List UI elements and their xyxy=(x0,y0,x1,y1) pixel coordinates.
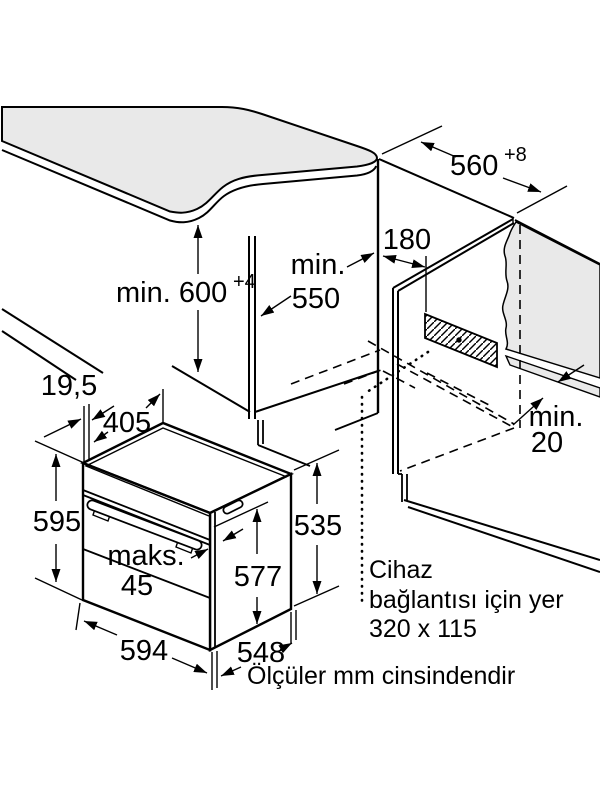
niche-width-tolerance: +8 xyxy=(504,144,527,166)
dim-oven-height: 595 xyxy=(33,440,83,601)
niche-width-label: 560 xyxy=(450,150,498,182)
dim-front-frame-gap: 19,5 xyxy=(41,370,115,462)
niche-height-tolerance: +4 xyxy=(233,271,256,293)
niche-height-label: min. 600 xyxy=(116,277,227,309)
inner-depth-label: 577 xyxy=(234,561,282,593)
door-lower-line xyxy=(82,548,211,599)
top-depth-label: 405 xyxy=(103,407,151,439)
dim-niche-width: 560 +8 xyxy=(381,125,568,214)
dim-oven-width: 594 xyxy=(75,602,218,690)
connection-area-hatch xyxy=(424,312,498,369)
niche-depth-label-1: min. xyxy=(291,249,346,281)
dim-top-depth: 405 xyxy=(93,389,164,443)
dim-body-depth: 548 xyxy=(220,610,297,677)
door-protrusion-label-1: maks. xyxy=(107,540,184,572)
connection-note-line1: Cihaz xyxy=(369,556,433,584)
dim-body-height: 535 xyxy=(293,449,342,607)
oven-width-label: 594 xyxy=(120,635,168,667)
dim-rear-gap: min. 20 xyxy=(512,364,585,459)
dim-inner-depth: 577 xyxy=(213,501,282,624)
control-panel-line xyxy=(82,489,211,541)
units-note: Ölçüler mm cinsindendir xyxy=(247,662,515,690)
connection-note-line2: bağlantısı için yer xyxy=(369,586,564,614)
cabinet-floor-line xyxy=(171,365,251,413)
right-cabinet xyxy=(392,218,600,573)
left-base-line-2 xyxy=(1,330,77,381)
connection-point-dot xyxy=(456,337,462,343)
door-protrusion-label-2: 45 xyxy=(121,570,153,602)
niche-cabinet xyxy=(1,158,515,467)
left-base-line-1 xyxy=(1,308,104,374)
floor-line xyxy=(403,499,600,561)
dim-niche-height: min. 600 +4 xyxy=(116,225,256,372)
oven xyxy=(80,421,294,652)
niche-floor-front-edge xyxy=(254,370,379,413)
countertop-edge-thickness xyxy=(1,149,378,224)
oven-height-label: 595 xyxy=(33,506,81,538)
dim-niche-depth: min. 550 xyxy=(260,249,375,317)
niche-depth-label-2: 550 xyxy=(292,283,340,315)
socket-offset-label: 180 xyxy=(383,224,431,256)
connection-leader-dotted xyxy=(362,350,430,396)
body-depth-label: 548 xyxy=(237,637,285,669)
body-height-label: 535 xyxy=(294,510,342,542)
niche-top-edge xyxy=(378,158,515,219)
rear-gap-label-2: 20 xyxy=(531,427,563,459)
hidden-edges xyxy=(290,225,521,606)
countertop xyxy=(1,106,379,224)
dim-socket-offset: 180 xyxy=(383,224,431,312)
connection-note-line3: 320 x 115 xyxy=(369,615,477,643)
rear-gap-label-1: min. xyxy=(529,401,584,433)
note-connection: Cihaz bağlantısı için yer 320 x 115 xyxy=(369,556,564,643)
back-wall xyxy=(501,221,600,398)
dim-door-protrusion: maks. 45 xyxy=(107,528,244,602)
front-frame-gap-label: 19,5 xyxy=(41,370,97,402)
